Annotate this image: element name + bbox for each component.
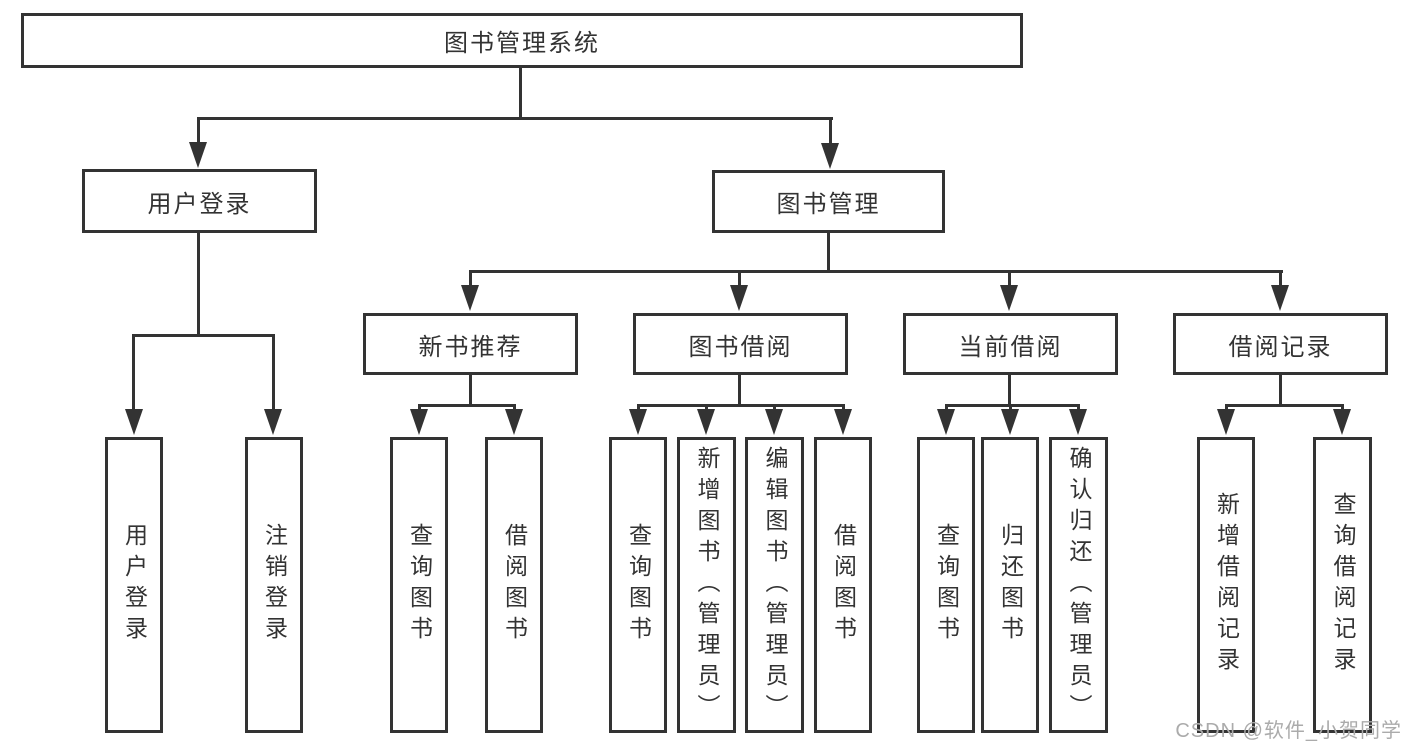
- node-query-books-borrowing: 查询图书: [609, 437, 667, 733]
- connector-mgmt-splitter: [469, 270, 1283, 273]
- connector-root-splitter: [197, 117, 833, 120]
- node-book-borrowing: 图书借阅: [633, 313, 848, 375]
- node-user-login-leaf: 用户登录: [105, 437, 163, 733]
- connector-borrowing-splitter: [637, 404, 845, 407]
- node-add-books-admin: 新增图书（管理员）: [677, 437, 736, 733]
- arrow-down-icon: [1069, 409, 1087, 435]
- node-book-management: 图书管理: [712, 170, 945, 233]
- node-query-books-recommend: 查询图书: [390, 437, 448, 733]
- arrow-down-icon: [821, 143, 839, 169]
- arrow-down-icon: [937, 409, 955, 435]
- connector-newbooks-splitter: [418, 404, 516, 407]
- arrow-down-icon: [1001, 409, 1019, 435]
- connector-stub: [418, 404, 421, 413]
- node-confirm-return-admin: 确认归还（管理员）: [1049, 437, 1108, 733]
- node-borrow-books-recommend: 借阅图书: [485, 437, 543, 733]
- connector-drop-logout-leaf: [272, 334, 275, 411]
- node-borrow-books: 借阅图书: [814, 437, 872, 733]
- connector-stub: [773, 404, 776, 413]
- node-edit-books-admin: 编辑图书（管理员）: [745, 437, 804, 733]
- connector-records-splitter: [1225, 404, 1344, 407]
- watermark: CSDN @软件_小贺同学: [1175, 720, 1402, 742]
- arrow-down-icon: [125, 409, 143, 435]
- arrow-down-icon: [189, 142, 207, 168]
- connector-mgmt-stem: [827, 232, 830, 272]
- node-new-book-recommendation: 新书推荐: [363, 313, 578, 375]
- arrow-down-icon: [765, 409, 783, 435]
- arrow-down-icon: [461, 285, 479, 311]
- connector-root-stem: [519, 66, 522, 119]
- connector-stub: [1225, 404, 1228, 413]
- node-logout-leaf: 注销登录: [245, 437, 303, 733]
- node-current-borrowing: 当前借阅: [903, 313, 1118, 375]
- connector-drop-new-books: [469, 270, 472, 288]
- arrow-down-icon: [1217, 409, 1235, 435]
- node-library-management-system: 图书管理系统: [21, 13, 1023, 68]
- connector-current-splitter: [945, 404, 1080, 407]
- connector-borrowing-stem: [738, 373, 741, 407]
- connector-stub: [1341, 404, 1344, 413]
- connector-login-stem: [197, 232, 200, 336]
- node-borrowing-records: 借阅记录: [1173, 313, 1388, 375]
- arrow-down-icon: [834, 409, 852, 435]
- arrow-down-icon: [1271, 285, 1289, 311]
- connector-stub: [705, 404, 708, 413]
- node-return-books: 归还图书: [981, 437, 1039, 733]
- arrow-down-icon: [697, 409, 715, 435]
- node-query-books-current: 查询图书: [917, 437, 975, 733]
- connector-drop-login-leaf: [132, 334, 135, 411]
- connector-stub: [1009, 404, 1012, 413]
- connector-drop-current-borrowing: [1008, 270, 1011, 288]
- connector-login-splitter: [132, 334, 275, 337]
- connector-stub: [513, 404, 516, 413]
- connector-stub: [1077, 404, 1080, 413]
- connector-stub: [637, 404, 640, 413]
- arrow-down-icon: [505, 409, 523, 435]
- connector-newbooks-stem: [469, 373, 472, 407]
- node-add-borrow-record: 新增借阅记录: [1197, 437, 1255, 733]
- connector-drop-book-borrowing: [738, 270, 741, 288]
- connector-stub: [842, 404, 845, 413]
- connector-current-stem: [1008, 373, 1011, 407]
- arrow-down-icon: [1000, 285, 1018, 311]
- connector-drop-borrowing-records: [1279, 270, 1282, 288]
- node-user-login: 用户登录: [82, 169, 317, 233]
- connector-drop-user-login: [197, 117, 200, 145]
- arrow-down-icon: [629, 409, 647, 435]
- connector-records-stem: [1279, 373, 1282, 407]
- arrow-down-icon: [1333, 409, 1351, 435]
- arrow-down-icon: [410, 409, 428, 435]
- connector-drop-book-management: [829, 117, 832, 145]
- arrow-down-icon: [264, 409, 282, 435]
- node-query-borrow-record: 查询借阅记录: [1313, 437, 1372, 733]
- connector-stub: [945, 404, 948, 413]
- arrow-down-icon: [730, 285, 748, 311]
